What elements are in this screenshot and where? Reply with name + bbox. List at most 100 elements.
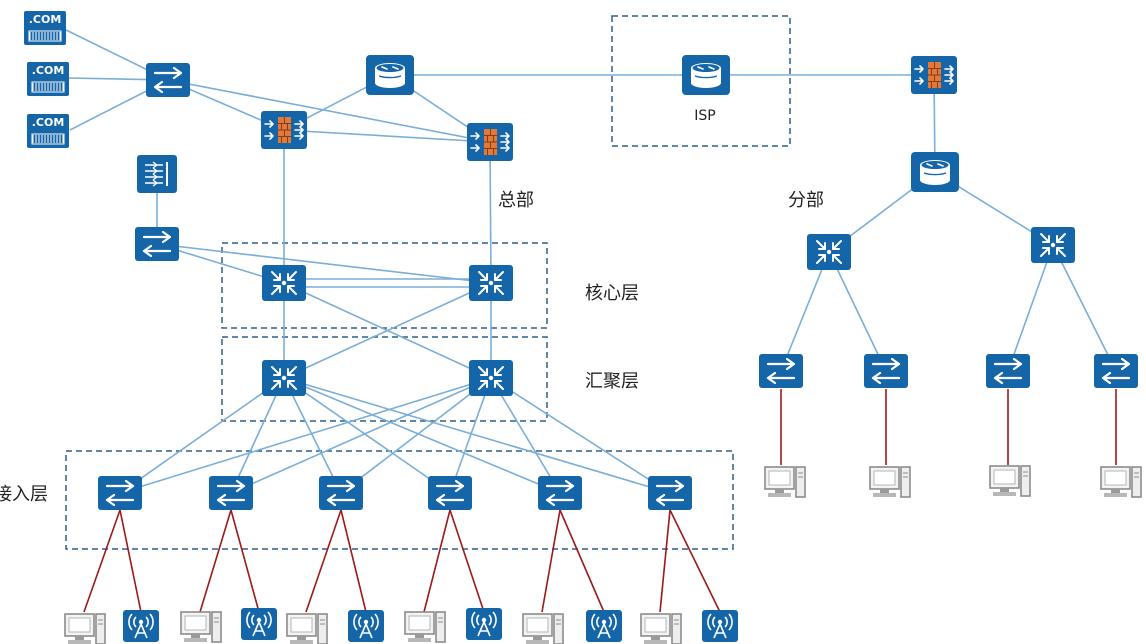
access-switch-3[interactable] [317, 474, 365, 512]
isp-label: ISP [694, 108, 715, 124]
switch-icon [426, 474, 474, 512]
server-com-1-label: .COM [29, 13, 62, 26]
network-links [65, 29, 1117, 494]
pc-icon [640, 613, 682, 644]
switch-icon [862, 352, 910, 390]
branch-access-switch-4[interactable] [1092, 352, 1140, 390]
access-switch-5[interactable] [536, 474, 584, 512]
branch-access-switch-2[interactable] [862, 352, 910, 390]
branch-pc-1[interactable] [764, 466, 806, 498]
pc-3[interactable] [286, 613, 328, 644]
server-com-3-label: .COM [32, 116, 65, 129]
branch-router[interactable] [910, 151, 960, 193]
branch-pc-2[interactable] [869, 466, 911, 498]
branch-core-switch-1[interactable] [806, 233, 852, 271]
switch-icon [144, 61, 192, 99]
core-switch-icon [1030, 226, 1076, 264]
core-layer-zone-box [221, 242, 548, 329]
access-switch-2[interactable] [207, 474, 255, 512]
branch-access-switch-3[interactable] [984, 352, 1032, 390]
access-point-3[interactable] [347, 609, 385, 643]
pc-6[interactable] [640, 613, 682, 644]
core-switch-icon [261, 264, 307, 302]
pc-icon [286, 613, 328, 644]
pc-icon [869, 466, 911, 498]
wireless-ap-icon [585, 609, 623, 643]
firewall-icon [466, 122, 514, 162]
pc-2[interactable] [180, 611, 222, 643]
wireless-ap-icon [465, 607, 503, 641]
switch-icon [757, 352, 805, 390]
access-layer-zone-box [65, 450, 734, 550]
hq-router[interactable] [365, 54, 415, 96]
access-layer-label: 接入层 [0, 484, 48, 505]
branch-access-switch-1[interactable] [757, 352, 805, 390]
server-com-2[interactable]: .COM [26, 61, 70, 97]
access-switch-4[interactable] [426, 474, 474, 512]
switch-icon [207, 474, 255, 512]
load-balancer-icon [136, 154, 178, 194]
access-point-2[interactable] [240, 607, 278, 641]
pc-1[interactable] [64, 613, 106, 644]
router-icon [365, 54, 415, 96]
switch-icon [984, 352, 1032, 390]
firewall-icon [910, 55, 958, 95]
aggregation-switch-1[interactable] [261, 359, 307, 397]
switch-icon [536, 474, 584, 512]
core-switch-icon [468, 264, 514, 302]
switch-icon [646, 474, 694, 512]
router-icon [681, 54, 731, 96]
aggregation-layer-zone-box [221, 336, 548, 422]
server-com-2-label: .COM [32, 64, 65, 77]
core-switch-icon [468, 359, 514, 397]
wireless-ap-icon [347, 609, 385, 643]
edge-switch[interactable] [144, 61, 192, 99]
hq-label: 总部 [498, 190, 534, 211]
branch-pc-4[interactable] [1100, 466, 1142, 498]
wireless-ap-icon [701, 609, 739, 643]
access-point-4[interactable] [465, 607, 503, 641]
access-point-5[interactable] [585, 609, 623, 643]
server-com-3[interactable]: .COM [26, 113, 70, 149]
branch-pc-3[interactable] [989, 465, 1031, 497]
isp-router[interactable] [681, 54, 731, 96]
dmz-switch[interactable] [133, 225, 181, 263]
firewall-icon [260, 110, 308, 150]
pc-5[interactable] [522, 613, 564, 644]
load-balancer[interactable] [136, 154, 178, 194]
pc-4[interactable] [404, 611, 446, 643]
core-switch-icon [806, 233, 852, 271]
wireless-ap-icon [240, 607, 278, 641]
core-layer-label: 核心层 [585, 283, 639, 304]
branch-firewall[interactable] [910, 55, 958, 95]
pc-icon [404, 611, 446, 643]
server-com-1[interactable]: .COM [23, 10, 67, 46]
switch-icon [317, 474, 365, 512]
core-switch-2[interactable] [468, 264, 514, 302]
branch-label: 分部 [788, 190, 824, 211]
pc-icon [989, 465, 1031, 497]
pc-icon [1100, 466, 1142, 498]
switch-icon [1092, 352, 1140, 390]
hq-firewall-1[interactable] [260, 110, 308, 150]
branch-core-switch-2[interactable] [1030, 226, 1076, 264]
isp-zone-box [611, 15, 791, 147]
hq-firewall-2[interactable] [466, 122, 514, 162]
aggregation-layer-label: 汇聚层 [585, 371, 639, 392]
access-switch-1[interactable] [96, 474, 144, 512]
switch-icon [133, 225, 181, 263]
switch-icon [96, 474, 144, 512]
core-switch-icon [261, 359, 307, 397]
aggregation-switch-2[interactable] [468, 359, 514, 397]
access-point-6[interactable] [701, 609, 739, 643]
wireless-ap-icon [122, 609, 160, 643]
access-switch-6[interactable] [646, 474, 694, 512]
router-icon [910, 151, 960, 193]
pc-icon [64, 613, 106, 644]
access-links [83, 389, 1117, 613]
access-point-1[interactable] [122, 609, 160, 643]
pc-icon [180, 611, 222, 643]
core-switch-1[interactable] [261, 264, 307, 302]
